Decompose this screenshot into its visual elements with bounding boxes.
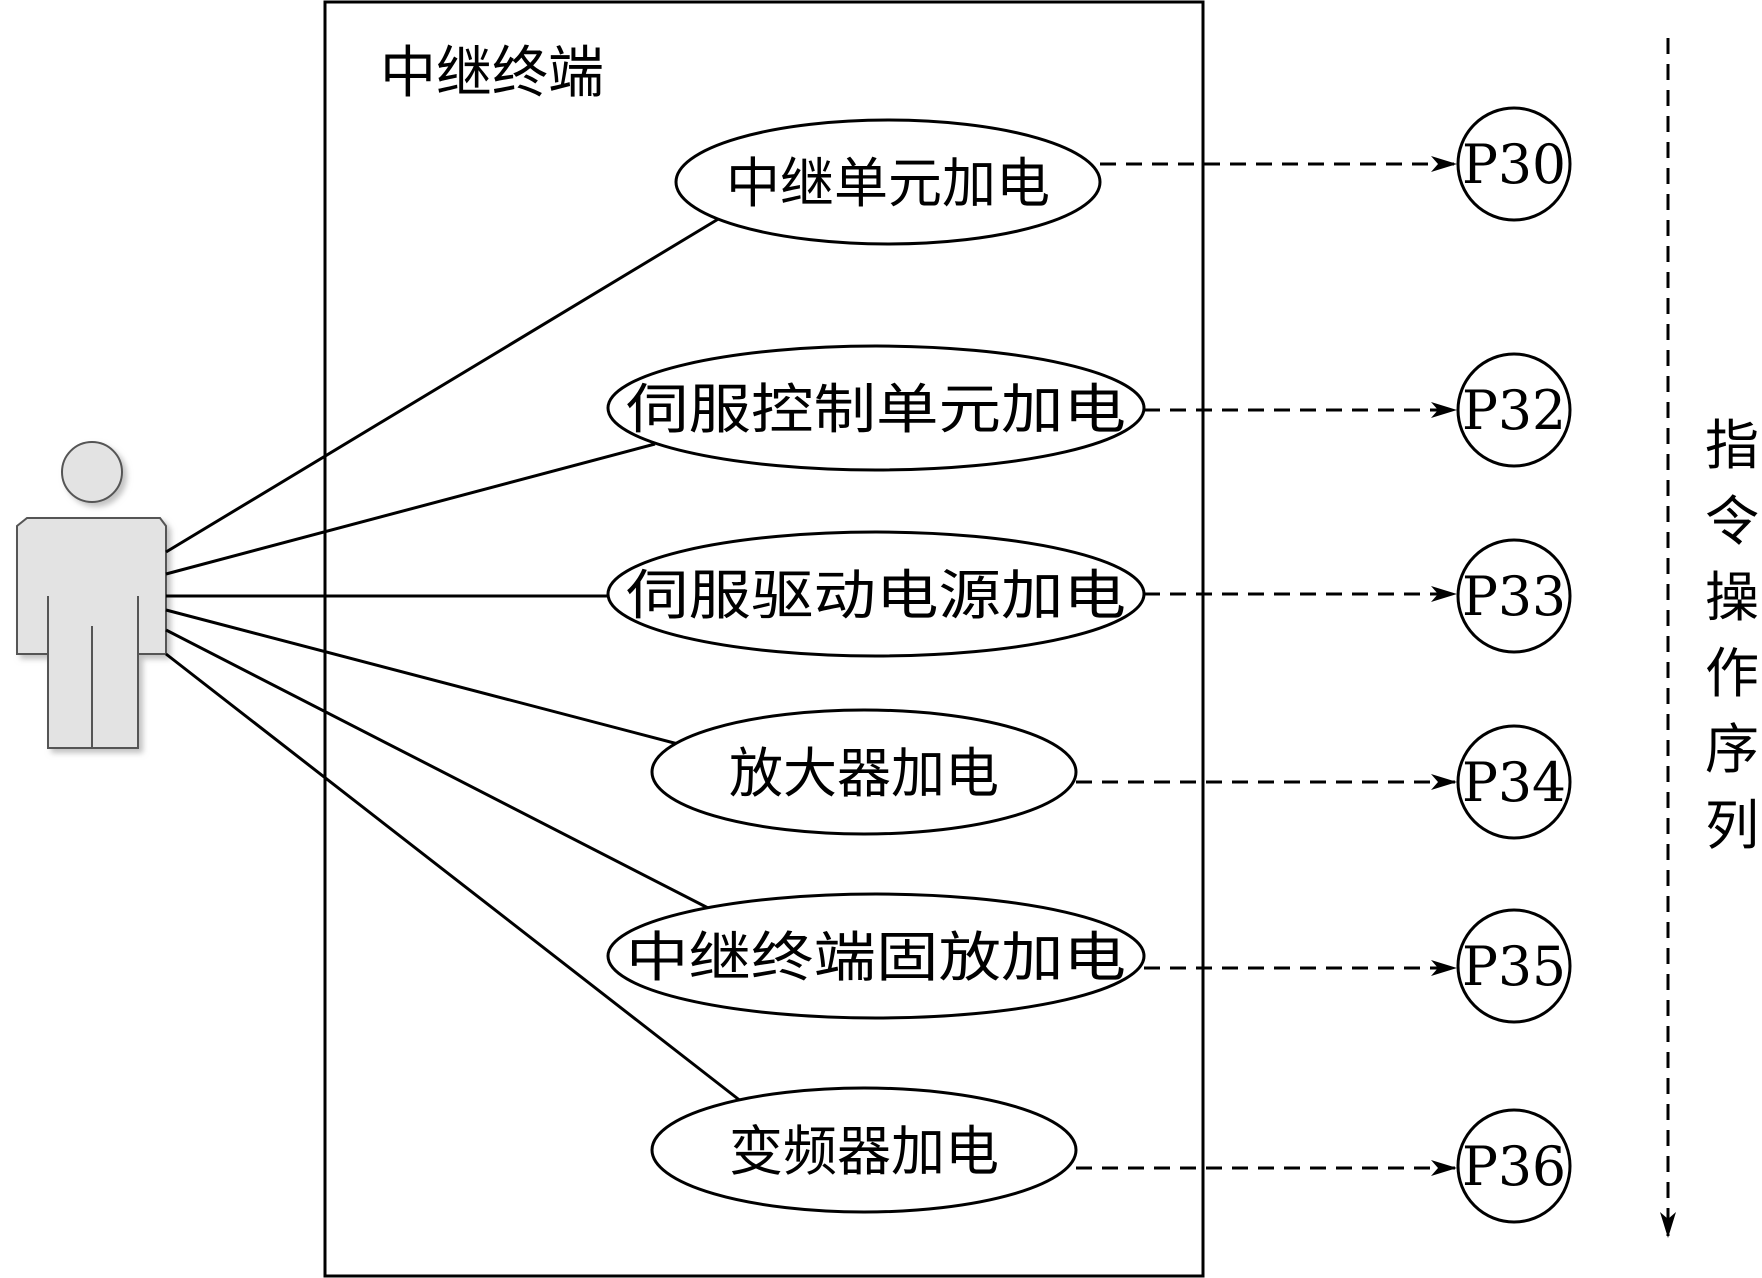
system-title: 中继终端 (380, 41, 604, 106)
use-case-label: 伺服控制单元加电 (626, 378, 1126, 441)
use-case: 变频器加电 (650, 1086, 1078, 1214)
use-case: 伺服驱动电源加电 (606, 530, 1146, 658)
step-label: P34 (1462, 751, 1566, 814)
sequence-label: 指 令 操 作 序 列 (1705, 414, 1759, 857)
use-case-label: 变频器加电 (729, 1120, 999, 1183)
step-arrows (1076, 156, 1457, 1176)
step-label: P32 (1462, 379, 1566, 442)
association-line (165, 608, 679, 746)
step-node: P32 (1456, 352, 1572, 468)
step-label: P36 (1462, 1135, 1566, 1198)
step-label: P35 (1462, 935, 1566, 998)
use-case-label: 中继终端固放加电 (626, 926, 1126, 989)
sequence-char: 序 (1705, 718, 1759, 781)
use-case-ellipse (650, 1086, 1078, 1214)
use-case-label: 中继单元加电 (726, 152, 1050, 215)
use-case-ellipse (606, 892, 1146, 1020)
system-boundary (323, 0, 1205, 1278)
association-line (165, 628, 713, 912)
sequence-char: 作 (1705, 642, 1759, 705)
sequence-char: 列 (1705, 794, 1759, 857)
sequence-char: 令 (1705, 490, 1759, 553)
use-case: 中继单元加电 (674, 118, 1102, 246)
use-case-label: 伺服驱动电源加电 (626, 564, 1126, 627)
use-case: 伺服控制单元加电 (606, 344, 1146, 472)
use-case: 中继终端固放加电 (606, 892, 1146, 1020)
association-line (165, 442, 656, 576)
step-node: P30 (1456, 106, 1572, 222)
use-case-ellipse (674, 118, 1102, 246)
step-node: P36 (1456, 1108, 1572, 1224)
association-line (165, 652, 743, 1104)
association-line (165, 216, 721, 554)
step-node: P35 (1456, 908, 1572, 1024)
use-case: 放大器加电 (650, 708, 1078, 836)
step-node: P34 (1456, 724, 1572, 840)
step-label: P33 (1462, 565, 1566, 628)
step-label: P30 (1462, 133, 1566, 196)
actor-icon (16, 441, 167, 749)
association-lines (165, 216, 743, 1104)
step-node: P33 (1456, 538, 1572, 654)
use-case-ellipse (606, 344, 1146, 472)
use-case-label: 放大器加电 (729, 742, 999, 805)
use-case-ellipse (650, 708, 1078, 836)
sequence-char: 操 (1705, 566, 1759, 629)
sequence-char: 指 (1705, 414, 1759, 477)
